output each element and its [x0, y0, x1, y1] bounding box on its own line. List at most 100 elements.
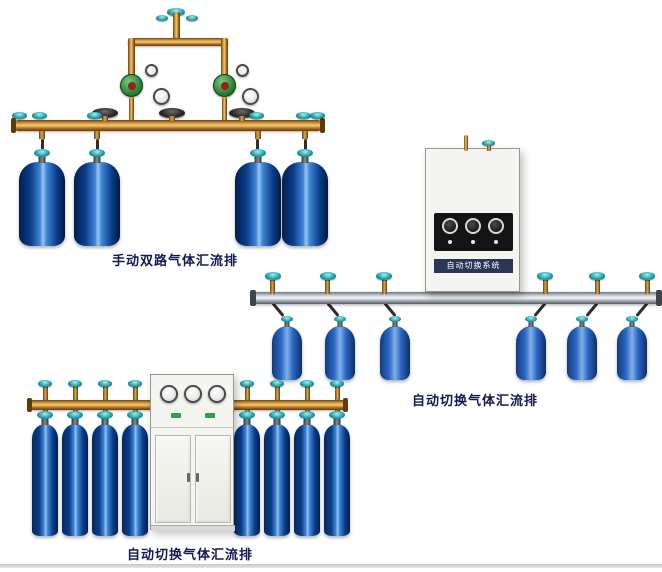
- gas-cylinder: [567, 326, 597, 380]
- valve-handwheel-icon: [296, 112, 311, 119]
- door-handle: [187, 473, 190, 482]
- pipe-end-cap: [27, 398, 32, 412]
- connection-hose: [256, 139, 259, 150]
- gas-cylinder: [19, 162, 65, 246]
- pipe-nipple: [270, 280, 275, 294]
- pressure-gauge-icon: [465, 218, 481, 234]
- pipe-end-cap: [320, 118, 325, 133]
- header-pipe: [128, 38, 228, 46]
- valve-handwheel-icon: [68, 380, 82, 387]
- pipe-nipple: [645, 280, 650, 294]
- pipe-end-cap: [11, 118, 16, 133]
- manifold-pipe: [15, 120, 321, 131]
- indicator-label: [171, 413, 181, 418]
- riser-pipe: [464, 135, 468, 151]
- product-auto-switch-wall: 自动切换系统 自动切换气体汇流排: [250, 135, 662, 410]
- connection-hose: [271, 302, 285, 317]
- cabinet-gauge-panel: [434, 213, 513, 251]
- gas-cylinder: [122, 424, 148, 536]
- gas-cylinder: [62, 424, 88, 536]
- valve-handwheel-icon: [589, 272, 605, 280]
- valve-handwheel-icon: [376, 272, 392, 280]
- indicator-label: [205, 413, 215, 418]
- pipe-end-cap: [343, 398, 348, 412]
- gas-cylinder: [272, 326, 302, 380]
- door-handle: [196, 473, 199, 482]
- riser-pipe: [173, 12, 180, 40]
- pressure-gauge-icon: [160, 385, 178, 403]
- valve-handwheel-icon: [270, 380, 284, 387]
- pipe-nipple: [255, 131, 261, 139]
- riser-pipe: [129, 97, 134, 121]
- pressure-gauge-icon: [488, 218, 504, 234]
- cabinet-divider: [151, 427, 235, 428]
- pressure-regulator: [213, 74, 236, 97]
- page-bottom-rule: [0, 564, 662, 568]
- indicator-led: [494, 240, 498, 244]
- valve-handwheel-icon: [32, 112, 47, 119]
- valve-handwheel-icon: [87, 112, 102, 119]
- gas-cylinder: [325, 326, 355, 380]
- pipe-nipple: [43, 386, 48, 400]
- pressure-gauge-icon: [145, 64, 158, 77]
- control-cabinet: [150, 374, 235, 531]
- pressure-gauge-icon: [236, 64, 249, 77]
- control-cabinet: 自动切换系统: [425, 135, 520, 292]
- pipe-nipple: [595, 280, 600, 294]
- pipe-nipple: [305, 386, 310, 400]
- pipe-nipple: [335, 386, 340, 400]
- pressure-gauge-icon: [153, 88, 170, 105]
- gas-cylinder: [294, 424, 320, 536]
- valve-handwheel-icon: [249, 112, 264, 119]
- pipe-nipple: [245, 386, 250, 400]
- pipe-nipple: [73, 386, 78, 400]
- pipe-nipple: [382, 280, 387, 294]
- pipe-nipple: [325, 280, 330, 294]
- pressure-gauge-icon: [442, 218, 458, 234]
- pipe-nipple: [103, 386, 108, 400]
- pipe-nipple: [133, 386, 138, 400]
- pressure-gauge-icon: [208, 385, 226, 403]
- valve-handwheel-icon: [265, 272, 281, 280]
- cabinet-door: [155, 435, 191, 523]
- pipe-nipple: [39, 131, 45, 139]
- gas-cylinder: [235, 162, 281, 246]
- valve-handwheel-icon: [186, 15, 198, 21]
- gas-cylinder: [380, 326, 410, 380]
- valve-stem: [487, 145, 491, 151]
- pipe-nipple: [302, 131, 308, 139]
- valve-stem: [102, 116, 108, 121]
- valve-handwheel-icon: [639, 272, 655, 280]
- valve-handwheel-icon: [300, 380, 314, 387]
- valve-handwheel-icon: [537, 272, 553, 280]
- connection-hose: [96, 139, 99, 150]
- valve-handwheel-icon: [12, 112, 27, 119]
- valve-stem: [169, 116, 175, 121]
- gas-cylinder: [92, 424, 118, 536]
- valve-handwheel-icon: [320, 272, 336, 280]
- pipe-nipple: [543, 280, 548, 294]
- gas-cylinder: [32, 424, 58, 536]
- product-label: 自动切换气体汇流排: [411, 393, 538, 408]
- connection-hose: [585, 302, 599, 317]
- pressure-gauge-icon: [184, 385, 202, 403]
- pressure-regulator: [120, 74, 143, 97]
- gas-cylinder: [264, 424, 290, 536]
- product-manual-dual-manifold: 手动双路气体汇流排: [10, 8, 340, 268]
- gas-cylinder: [234, 424, 260, 536]
- shutoff-valve-icon: [159, 108, 185, 118]
- connection-hose: [326, 302, 340, 317]
- gas-cylinder: [282, 162, 328, 246]
- product-label: 自动切换气体汇流排: [126, 547, 253, 562]
- valve-handwheel-icon: [330, 380, 344, 387]
- manifold-pipe: [252, 292, 660, 304]
- cabinet-text: 自动切换系统: [434, 259, 513, 273]
- valve-handwheel-icon: [38, 380, 52, 387]
- shutoff-valve-icon: [229, 108, 255, 118]
- valve-handwheel-icon: [240, 380, 254, 387]
- pipe-end-cap: [250, 290, 256, 306]
- product-label: 手动双路气体汇流排: [111, 253, 238, 268]
- gas-cylinder: [516, 326, 546, 380]
- valve-handwheel-icon: [156, 15, 168, 21]
